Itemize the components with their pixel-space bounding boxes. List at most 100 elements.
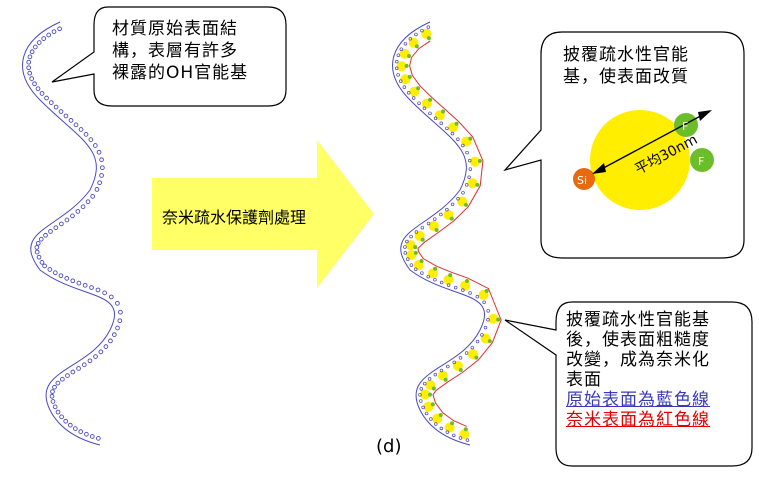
oh-group-marker <box>89 285 94 290</box>
oh-group-marker <box>60 376 65 382</box>
oh-group-marker <box>35 86 41 92</box>
oh-group-marker <box>403 41 408 46</box>
oh-group-marker <box>34 245 40 250</box>
callout-original-bubble <box>51 6 287 107</box>
oh-group-marker <box>446 364 450 369</box>
oh-group-marker <box>465 150 469 155</box>
fluoro-group <box>428 392 433 397</box>
oh-group-marker <box>35 240 41 246</box>
oh-group-marker <box>53 104 59 110</box>
fluoro-group <box>487 339 492 344</box>
oh-group-marker <box>47 267 53 272</box>
oh-group-marker <box>49 393 55 399</box>
fluoro-group <box>430 402 435 407</box>
oh-group-marker <box>115 325 120 331</box>
oh-group-marker <box>458 356 463 360</box>
fluoro-group <box>484 288 489 293</box>
oh-group-marker <box>414 230 419 234</box>
oh-group-marker <box>405 239 409 244</box>
nano-surface <box>392 21 502 446</box>
callout-coating-line-2: 基，使表面改質 <box>563 67 689 87</box>
oh-group-marker <box>428 111 432 116</box>
oh-group-marker <box>95 287 101 293</box>
callout-after-text: 披覆疏水性官能基 後，使表面粗糙度 改變，成為奈米化 表面 原始表面為藍色線 奈… <box>566 310 710 430</box>
oh-group-marker <box>55 380 61 386</box>
fluoro-group <box>468 136 473 141</box>
oh-group-marker <box>464 351 469 355</box>
oh-group-marker <box>100 165 105 171</box>
oh-group-marker <box>108 338 113 344</box>
oh-group-marker <box>78 127 84 132</box>
oh-group-marker <box>39 91 45 96</box>
oh-group-marker <box>27 54 33 60</box>
callout-coating-line-1: 披覆疏水性官能 <box>563 45 689 65</box>
fluoro-group <box>454 121 459 126</box>
fluoro-group <box>413 250 418 255</box>
oh-group-marker <box>38 236 44 242</box>
oh-group-marker <box>468 291 472 295</box>
fluoro-group <box>496 317 501 322</box>
fluoro-group <box>404 63 409 68</box>
oh-group-marker <box>453 285 458 290</box>
f-atom-top <box>674 113 698 137</box>
oh-group-marker <box>94 187 100 192</box>
oh-group-marker <box>29 49 35 55</box>
nano-surface-line <box>409 40 502 427</box>
oh-group-marker <box>26 65 32 71</box>
nano-particle <box>467 178 478 189</box>
oh-group-marker <box>26 59 32 65</box>
f-atom-bottom <box>690 148 714 172</box>
oh-group-marker <box>450 131 455 136</box>
oh-group-marker <box>458 436 463 440</box>
oh-group-marker <box>70 213 75 219</box>
nano-particles <box>394 25 501 442</box>
fluoro-group <box>463 427 468 432</box>
oh-group-marker <box>396 53 401 57</box>
oh-group-marker <box>433 277 437 282</box>
oh-group-marker <box>467 158 472 163</box>
fluoro-group <box>474 355 479 360</box>
f-label-top: F <box>682 120 688 133</box>
oh-group-marker <box>98 349 104 355</box>
oh-group-marker <box>57 26 62 32</box>
oh-group-marker <box>83 132 89 137</box>
oh-group-marker <box>70 369 76 375</box>
oh-group-marker <box>42 263 47 269</box>
si-atom <box>573 168 595 190</box>
oh-group-marker <box>58 109 64 114</box>
callout-original-text: 材質原始表面結 構，表層有許多 裸露的OH官能基 <box>112 18 248 84</box>
fluoro-group <box>413 245 418 250</box>
callout-after-bubble <box>504 301 753 467</box>
callout-original-line-2: 構，表層有許多 <box>112 41 238 61</box>
oh-group-marker <box>396 73 400 77</box>
nano-particle <box>396 61 407 72</box>
oh-group-marker <box>468 167 473 171</box>
oh-group-marker <box>46 32 52 38</box>
callout-original-line-3: 裸露的OH官能基 <box>112 63 249 83</box>
oh-group-marker <box>72 426 78 431</box>
legend-red-line: 奈米表面為紅色線 <box>566 410 710 430</box>
oh-group-marker <box>452 360 456 365</box>
oh-group-marker <box>417 101 421 105</box>
oh-group-marker <box>419 399 423 403</box>
oh-group-marker <box>68 118 74 123</box>
oh-group-marker <box>85 199 91 205</box>
nano-particle <box>420 389 431 400</box>
oh-group-marker <box>50 389 55 394</box>
nano-particle <box>488 313 499 324</box>
oh-group-marker <box>421 405 425 410</box>
oh-group-marker <box>32 44 38 50</box>
oh-group-marker <box>394 66 399 70</box>
oh-group-marker <box>92 143 98 148</box>
oh-group-marker <box>420 28 424 33</box>
oh-group-marker <box>395 59 399 64</box>
fluoro-group <box>406 53 411 58</box>
nano-particle <box>459 428 470 439</box>
oh-group-marker <box>420 271 424 275</box>
fluoro-group <box>477 159 482 164</box>
oh-group-marker <box>480 333 484 337</box>
oh-group-marker <box>452 433 456 438</box>
oh-group-marker <box>427 377 432 381</box>
oh-group-marker <box>483 325 488 330</box>
legend-blue-line: 原始表面為藍色線 <box>566 390 710 410</box>
